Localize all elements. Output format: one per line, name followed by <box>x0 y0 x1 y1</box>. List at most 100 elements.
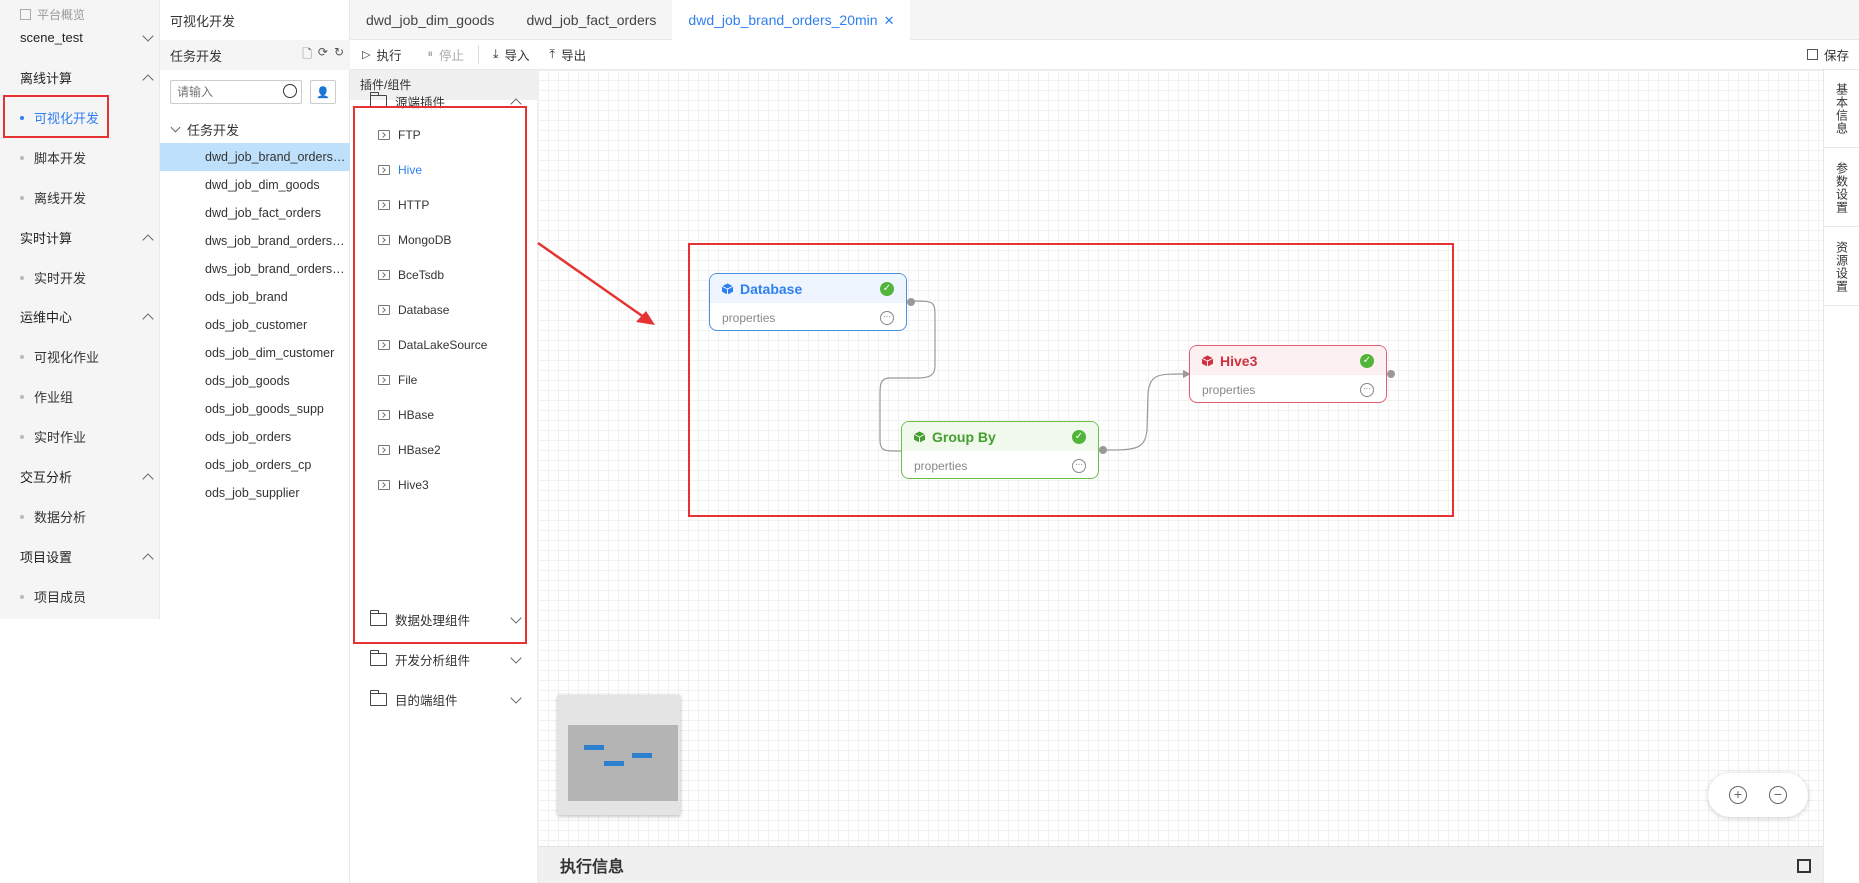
task-tree-panel: 可视化开发 任务开发 🗋 ⟳ ↻ 👤 任务开发 dwd_job_brand_or… <box>160 0 350 883</box>
plugin-panel: 插件/组件 源端插件 FTP Hive HTTP MongoDB BceTsdb… <box>350 70 538 883</box>
project-selector[interactable]: scene_test <box>20 29 154 45</box>
search-icon[interactable] <box>283 84 297 98</box>
maximize-icon[interactable] <box>1797 859 1811 873</box>
success-check-icon: ✓ <box>1360 353 1374 368</box>
play-icon: ▷ <box>362 49 371 61</box>
sync-icon[interactable]: ⟳ <box>317 44 328 59</box>
tree-item[interactable]: dwd_job_brand_orders_20min <box>160 143 350 171</box>
tab-resource-settings[interactable]: 资源设置 <box>1824 228 1859 306</box>
terminal-icon <box>378 480 390 490</box>
nav-project-members[interactable]: 项目成员 <box>20 587 86 606</box>
nav-realtime-jobs[interactable]: 实时作业 <box>20 427 86 446</box>
tree-header: 可视化开发 <box>170 14 236 29</box>
stop-button[interactable]: ⏸停止 <box>427 48 464 63</box>
tab-fact-orders[interactable]: dwd_job_fact_orders <box>526 12 657 28</box>
plugin-database[interactable]: Database <box>378 303 449 317</box>
node-hive3[interactable]: Hive3 ✓ properties··· <box>1189 345 1387 403</box>
search-input[interactable] <box>171 81 271 103</box>
dev-analysis-group[interactable]: 开发分析组件 <box>369 650 522 669</box>
tab-param-settings[interactable]: 参数设置 <box>1824 149 1859 227</box>
terminal-icon <box>378 305 390 315</box>
zoom-out-icon[interactable]: − <box>1769 786 1787 804</box>
tab-brand-orders[interactable]: dwd_job_brand_orders_20min✕ <box>672 0 911 40</box>
plugin-hbase[interactable]: HBase <box>378 408 434 422</box>
node-database[interactable]: Database ✓ properties··· <box>709 273 907 331</box>
edge-database-groupby <box>879 300 936 452</box>
nav-data-analysis[interactable]: 数据分析 <box>20 507 86 526</box>
export-icon: ⤒ <box>549 47 556 61</box>
more-options-icon[interactable]: ··· <box>880 310 894 325</box>
terminal-icon <box>378 200 390 210</box>
export-button[interactable]: ⤒导出 <box>549 47 587 63</box>
minimap[interactable] <box>558 695 680 815</box>
left-sidebar: 平台概览 scene_test 离线计算 可视化开发 脚本开发 离线开发 实时计… <box>0 0 160 619</box>
terminal-icon <box>378 130 390 140</box>
terminal-icon <box>378 235 390 245</box>
import-button[interactable]: ⤓导入 <box>478 45 530 64</box>
folder-icon <box>369 650 387 666</box>
terminal-icon <box>378 270 390 280</box>
save-button[interactable]: 保存 <box>1806 45 1849 64</box>
plugin-mongodb[interactable]: MongoDB <box>378 233 451 247</box>
right-side-tabs: 基本信息 参数设置 资源设置 <box>1823 70 1859 883</box>
edge-groupby-hive3 <box>1102 373 1183 451</box>
cube-icon <box>1202 355 1213 366</box>
more-options-icon[interactable]: ··· <box>1072 458 1086 473</box>
tab-dim-goods[interactable]: dwd_job_dim_goods <box>366 12 495 28</box>
platform-overview[interactable]: 平台概览 <box>20 6 85 23</box>
nav-realtime-dev[interactable]: 实时开发 <box>20 268 86 287</box>
search-box <box>170 80 302 104</box>
editor-tabs: dwd_job_dim_goods dwd_job_fact_orders dw… <box>350 0 1859 40</box>
plugin-bcetsdb[interactable]: BceTsdb <box>378 268 444 282</box>
section-interactive[interactable]: 交互分析 <box>20 467 154 486</box>
tab-basic-info[interactable]: 基本信息 <box>1824 70 1859 148</box>
plugin-datalakesource[interactable]: DataLakeSource <box>378 338 487 352</box>
folder-icon <box>369 690 387 706</box>
target-group[interactable]: 目的端组件 <box>369 690 522 709</box>
terminal-icon <box>378 375 390 385</box>
output-port[interactable] <box>1387 370 1395 378</box>
zoom-in-icon[interactable]: + <box>1729 786 1747 804</box>
success-check-icon: ✓ <box>1072 429 1086 444</box>
plugin-ftp[interactable]: FTP <box>378 128 421 142</box>
cube-icon <box>914 431 925 442</box>
close-icon[interactable]: ✕ <box>883 13 895 28</box>
pause-icon: ⏸ <box>427 48 433 60</box>
annotation-arrow-line <box>537 241 649 322</box>
nav-visual-jobs[interactable]: 可视化作业 <box>20 347 99 366</box>
terminal-icon <box>378 445 390 455</box>
output-port[interactable] <box>1099 446 1107 454</box>
nav-offline-dev[interactable]: 离线开发 <box>20 188 86 207</box>
execution-info-bar[interactable]: 执行信息 <box>538 846 1823 883</box>
new-file-icon[interactable]: 🗋 <box>302 46 312 61</box>
run-button[interactable]: ▷执行 <box>362 49 402 63</box>
import-icon: ⤓ <box>493 47 499 61</box>
plugin-hbase2[interactable]: HBase2 <box>378 443 441 457</box>
terminal-icon <box>378 165 390 175</box>
zoom-controls: + − <box>1708 773 1808 817</box>
plugin-http[interactable]: HTTP <box>378 198 429 212</box>
output-port[interactable] <box>907 298 915 306</box>
more-options-icon[interactable]: ··· <box>1360 382 1374 397</box>
plugin-hive[interactable]: Hive <box>378 163 422 177</box>
section-realtime[interactable]: 实时计算 <box>20 228 154 247</box>
overview-icon <box>20 9 31 20</box>
highlight-box-nav <box>3 95 109 138</box>
tree-folder[interactable]: 任务开发 <box>170 120 239 139</box>
user-filter-button[interactable]: 👤 <box>310 80 336 104</box>
data-processing-group[interactable]: 数据处理组件 <box>369 610 522 629</box>
plugin-file[interactable]: File <box>378 373 417 387</box>
terminal-icon <box>378 410 390 420</box>
annotation-arrow-head <box>636 311 655 325</box>
section-offline[interactable]: 离线计算 <box>20 68 154 87</box>
section-project-settings[interactable]: 项目设置 <box>20 547 154 566</box>
nav-job-groups[interactable]: 作业组 <box>20 387 73 406</box>
refresh-icon[interactable]: ↻ <box>333 44 344 59</box>
section-ops[interactable]: 运维中心 <box>20 307 154 326</box>
nav-visual-dev[interactable]: 可视化开发 <box>20 108 99 127</box>
nav-script-dev[interactable]: 脚本开发 <box>20 148 86 167</box>
node-group-by[interactable]: Group By ✓ properties··· <box>901 421 1099 479</box>
success-check-icon: ✓ <box>880 281 894 296</box>
workflow-canvas[interactable] <box>538 70 1823 846</box>
plugin-hive3[interactable]: Hive3 <box>378 478 429 492</box>
